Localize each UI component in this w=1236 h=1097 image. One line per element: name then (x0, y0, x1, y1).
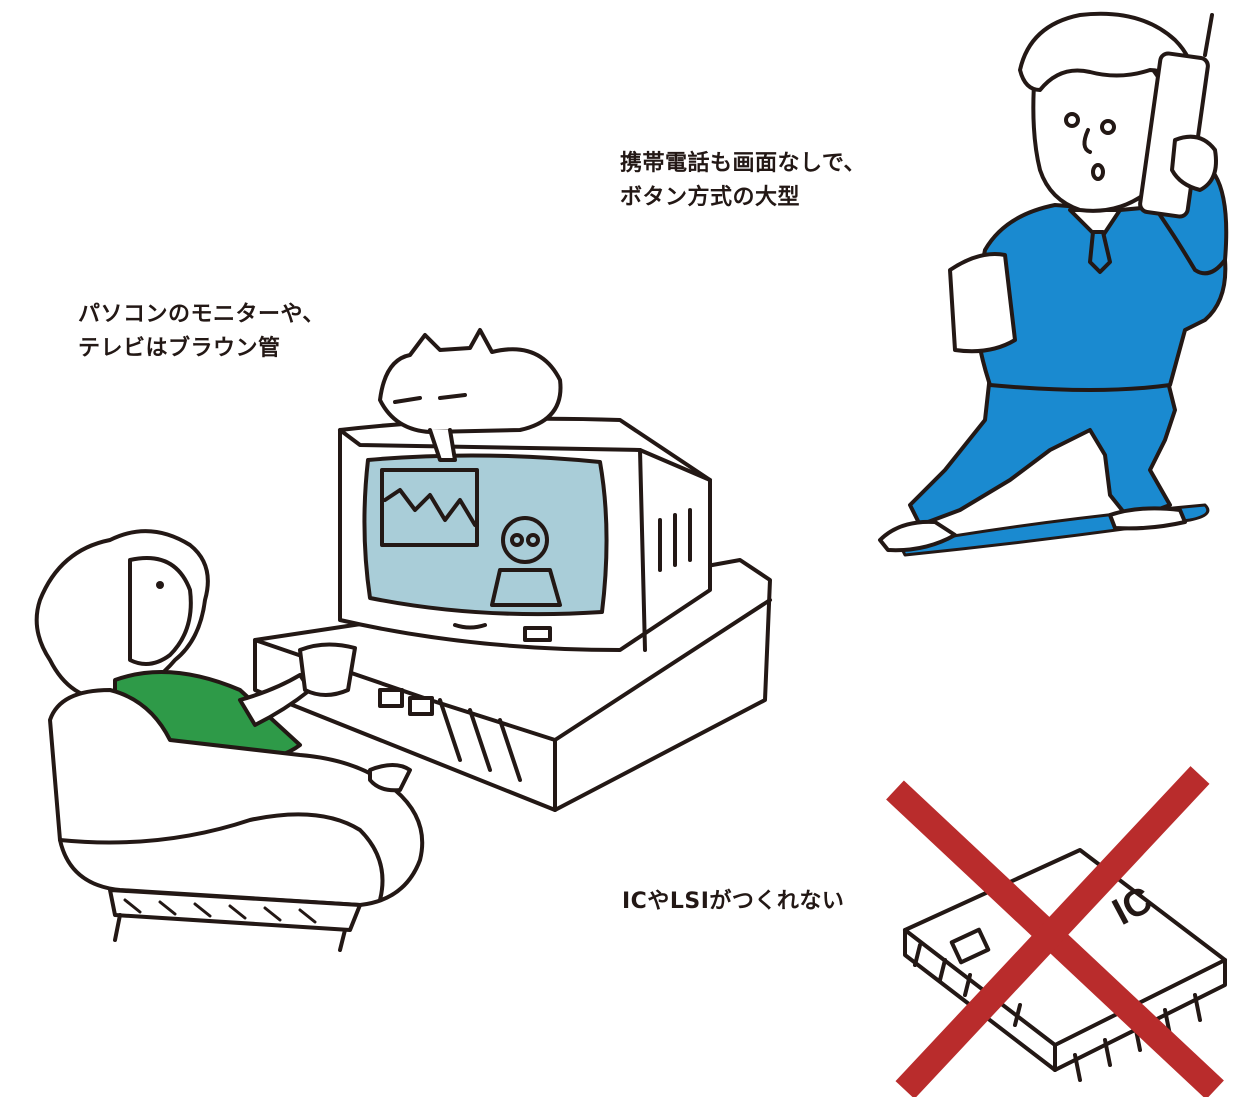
ic-chip-pins-right (1073, 993, 1202, 1082)
screen-anchor-body (490, 568, 562, 607)
caption-mobile-phone: 携帯電話も画面なしで、 ボタン方式の大型 (620, 147, 866, 215)
deck-button-2 (408, 696, 434, 716)
tea-cup-icon (298, 642, 357, 697)
caption-crt-monitor: パソコンのモニターや、 テレビはブラウン管 (78, 298, 325, 366)
businessman-mouth (1091, 163, 1105, 181)
businessman-illustration (878, 11, 1229, 557)
screen-anchor-head (501, 516, 549, 564)
tv-illustration (253, 328, 772, 812)
businessman-folder (948, 252, 1017, 354)
screen-graph-line (383, 488, 477, 527)
businessman-right-eye (1100, 119, 1116, 135)
red-cross-stroke-2 (895, 766, 1210, 1097)
brick-phone-antenna (1203, 13, 1214, 57)
screen-graph-box (380, 468, 479, 547)
caption-mobile-phone-line2: ボタン方式の大型 (620, 185, 801, 210)
deck-slots (438, 698, 522, 782)
businessman-jacket (973, 203, 1228, 392)
businessman-left-shoe (878, 519, 957, 553)
ic-chip-illustration: IC (886, 766, 1227, 1097)
caption-crt-monitor-line1: パソコンのモニターや、 (78, 302, 325, 327)
caption-mobile-phone-line1: 携帯電話も画面なしで、 (620, 151, 866, 176)
woman-foot (368, 763, 412, 793)
caption-ic-lsi: ICやLSIがつくれない (622, 885, 844, 919)
businessman-right-shoe (1108, 506, 1187, 531)
woman-face (128, 556, 193, 666)
ic-chip-logo-mark (949, 927, 991, 965)
caption-ic-lsi-line1: ICやLSIがつくれない (622, 889, 845, 914)
cat-illustration (378, 328, 563, 434)
businessman-hand (1170, 134, 1218, 192)
monitor-vents (658, 508, 692, 572)
woman-illustration (34, 529, 425, 952)
deck-button-1 (378, 688, 404, 708)
businessman-tie (1088, 230, 1112, 274)
businessman-left-eye (1064, 112, 1080, 128)
ic-chip-pins-left (913, 943, 1022, 1027)
monitor-button (523, 626, 552, 642)
caption-crt-monitor-line2: テレビはブラウン管 (78, 336, 281, 361)
businessman-trousers (908, 368, 1177, 527)
